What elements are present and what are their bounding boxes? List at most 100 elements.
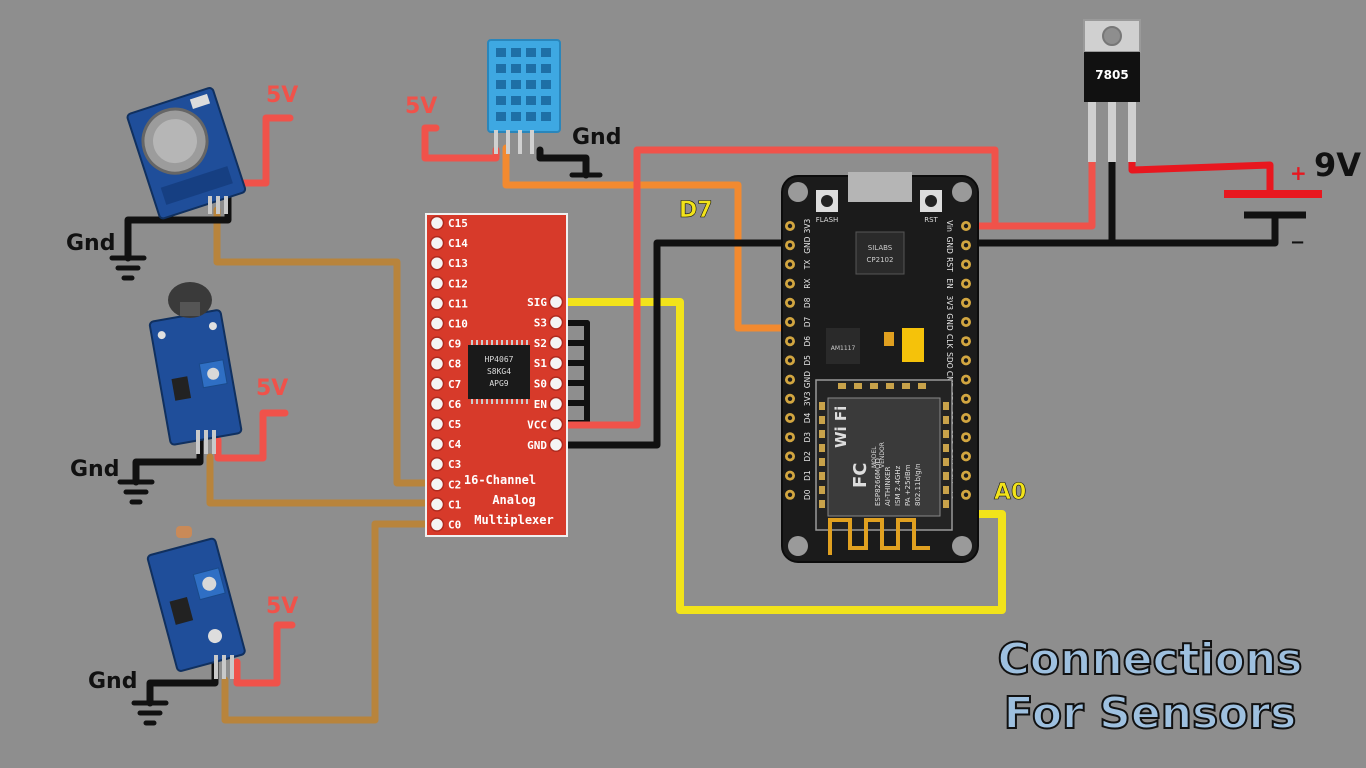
nodemcu-pin-label-left-13: D1 xyxy=(803,470,812,481)
label-5v-sound: 5V xyxy=(256,376,288,401)
mux-pin-label-c0: C0 xyxy=(448,519,461,532)
mux-pin-s3 xyxy=(548,315,564,330)
label-gnd-sound: Gnd xyxy=(70,457,119,482)
flash-label: FLASH xyxy=(816,216,839,224)
mux-pin-label-s1: S1 xyxy=(534,357,548,370)
nodemcu-header-pads: 3V3GNDTXRXD8D7D6D5GND3V3D4D3D2D1D0VinGND… xyxy=(785,218,971,500)
mux-pin-s0 xyxy=(548,376,564,391)
mux-pin-label-c14: C14 xyxy=(448,237,468,250)
nodemcu-pin-label-left-12: D2 xyxy=(803,451,812,462)
mux-pin-c6 xyxy=(429,396,445,412)
wifi-logo: Wi Fi xyxy=(832,406,850,448)
mux-title-line-3: Multiplexer xyxy=(474,513,553,527)
nodemcu-pin-label-left-6: D6 xyxy=(803,336,812,347)
label-gnd-gas: Gnd xyxy=(66,231,115,256)
battery-minus: − xyxy=(1290,232,1305,253)
nodemcu-pin-label-left-5: D7 xyxy=(803,316,812,327)
wire-mux-gnd-to-nodemcu xyxy=(552,239,794,449)
mux-pin-label-vcc: VCC xyxy=(527,418,547,431)
mux-pin-s2 xyxy=(548,335,564,351)
fcc-logo: FC xyxy=(850,462,871,488)
module-text-2: AI-THINKER xyxy=(884,466,892,506)
mux-pin-label-sig: SIG xyxy=(527,296,547,309)
mux-pin-label-en: EN xyxy=(534,398,547,411)
module-text-5: 802.11b/g/n xyxy=(914,463,922,506)
mux-chip-line-2: S8KG4 xyxy=(487,367,511,376)
mux-pin-label-c11: C11 xyxy=(448,297,468,310)
mux-pin-c4 xyxy=(429,436,445,452)
pcb-antenna xyxy=(828,518,930,555)
nodemcu-pin-label-right-3: EN xyxy=(945,278,954,288)
mux-pin-c8 xyxy=(429,356,445,371)
mux-pin-en xyxy=(548,396,564,412)
module-text-3: ISM 2.4GHz xyxy=(894,465,902,506)
mux-pin-label-c12: C12 xyxy=(448,277,468,290)
ground-symbols xyxy=(109,172,603,726)
nodemcu-pin-label-left-14: D0 xyxy=(803,489,812,500)
mux-pin-vcc xyxy=(548,417,564,432)
nodemcu-pin-label-right-4: 3V3 xyxy=(945,295,954,310)
nodemcu-pin-label-right-6: CLK xyxy=(945,334,954,349)
gas-sensor-module xyxy=(126,87,247,220)
nodemcu-pin-label-right-0: Vin xyxy=(945,220,954,232)
mux-pin-label-s3: S3 xyxy=(534,316,547,329)
wire-sound-gnd xyxy=(132,436,204,486)
wire-sound-5v xyxy=(214,409,289,462)
nodemcu-pin-label-left-0: 3V3 xyxy=(803,218,812,233)
light-sensor-module xyxy=(146,526,246,679)
mux-pin-label-c5: C5 xyxy=(448,418,461,431)
battery-symbol: + − 9V xyxy=(1224,146,1361,253)
nodemcu-pin-label-right-7: SDO xyxy=(945,352,954,369)
mux-pin-s1 xyxy=(548,355,564,371)
nodemcu-pin-label-left-2: TX xyxy=(803,260,812,271)
usb-chip-line-2: CP2102 xyxy=(867,256,894,264)
nodemcu-pin-label-left-8: GND xyxy=(803,371,812,388)
nodemcu-pin-label-left-11: D3 xyxy=(803,432,812,443)
nodemcu-pin-label-left-9: 3V3 xyxy=(803,391,812,406)
wire-dht-5v xyxy=(421,124,500,162)
mux-pin-c11 xyxy=(429,296,445,311)
mux-pin-c14 xyxy=(429,235,445,251)
sound-sensor-module xyxy=(148,282,243,454)
nodemcu-board: FLASH RST SILABS CP2102 3V3GNDTXRXD8D7D6… xyxy=(781,172,979,563)
mux-pin-c13 xyxy=(429,255,445,271)
mux-pin-c12 xyxy=(429,276,445,291)
module-text-4: PA +25dBm xyxy=(904,464,912,506)
wire-regulator-out-to-vin xyxy=(961,156,1096,230)
mux-pin-c5 xyxy=(429,416,445,432)
mux-title-line-1: 16-Channel xyxy=(464,473,536,487)
mux-pin-label-c8: C8 xyxy=(448,358,461,371)
mux-chip-line-1: HP4067 xyxy=(485,355,514,364)
label-gnd-light: Gnd xyxy=(88,669,137,694)
mux-pin-label-c10: C10 xyxy=(448,318,468,331)
battery-voltage-label: 9V xyxy=(1314,146,1361,184)
wire-sound-to-c1 xyxy=(206,453,436,507)
mux-pin-label-gnd: GND xyxy=(527,439,547,452)
module-text-1: ESP8266MOD xyxy=(874,458,882,506)
usb-uart-chip xyxy=(855,231,905,275)
mux-pin-label-s2: S2 xyxy=(534,337,547,350)
mux-pin-label-c7: C7 xyxy=(448,378,461,391)
mux-chip-line-3: APG9 xyxy=(489,379,508,388)
wire-mux-select-bridge xyxy=(553,320,590,426)
mux-pin-c0 xyxy=(429,517,445,532)
battery-plus: + xyxy=(1290,161,1307,185)
mux-pin-label-c3: C3 xyxy=(448,458,461,471)
vendor-label-2: VENDOR xyxy=(879,442,886,468)
nodemcu-pin-label-right-2: RST xyxy=(945,257,954,272)
label-d7: D7 xyxy=(679,198,713,223)
mux-pin-label-c4: C4 xyxy=(448,438,462,451)
mux-title-line-2: Analog xyxy=(492,493,535,507)
voltage-regulator-7805: 7805 xyxy=(1083,19,1141,162)
vendor-label-1: MODEL xyxy=(871,446,878,468)
nodemcu-pin-label-right-1: GND xyxy=(945,237,954,254)
nodemcu-pin-label-right-5: GND xyxy=(945,313,954,330)
mux-pin-label-c13: C13 xyxy=(448,257,468,270)
mux-pin-c2 xyxy=(429,477,445,492)
usb-chip-line-1: SILABS xyxy=(868,244,893,252)
nodemcu-pin-label-left-7: D5 xyxy=(803,355,812,366)
label-5v-light: 5V xyxy=(266,594,298,619)
capacitor xyxy=(902,328,924,362)
